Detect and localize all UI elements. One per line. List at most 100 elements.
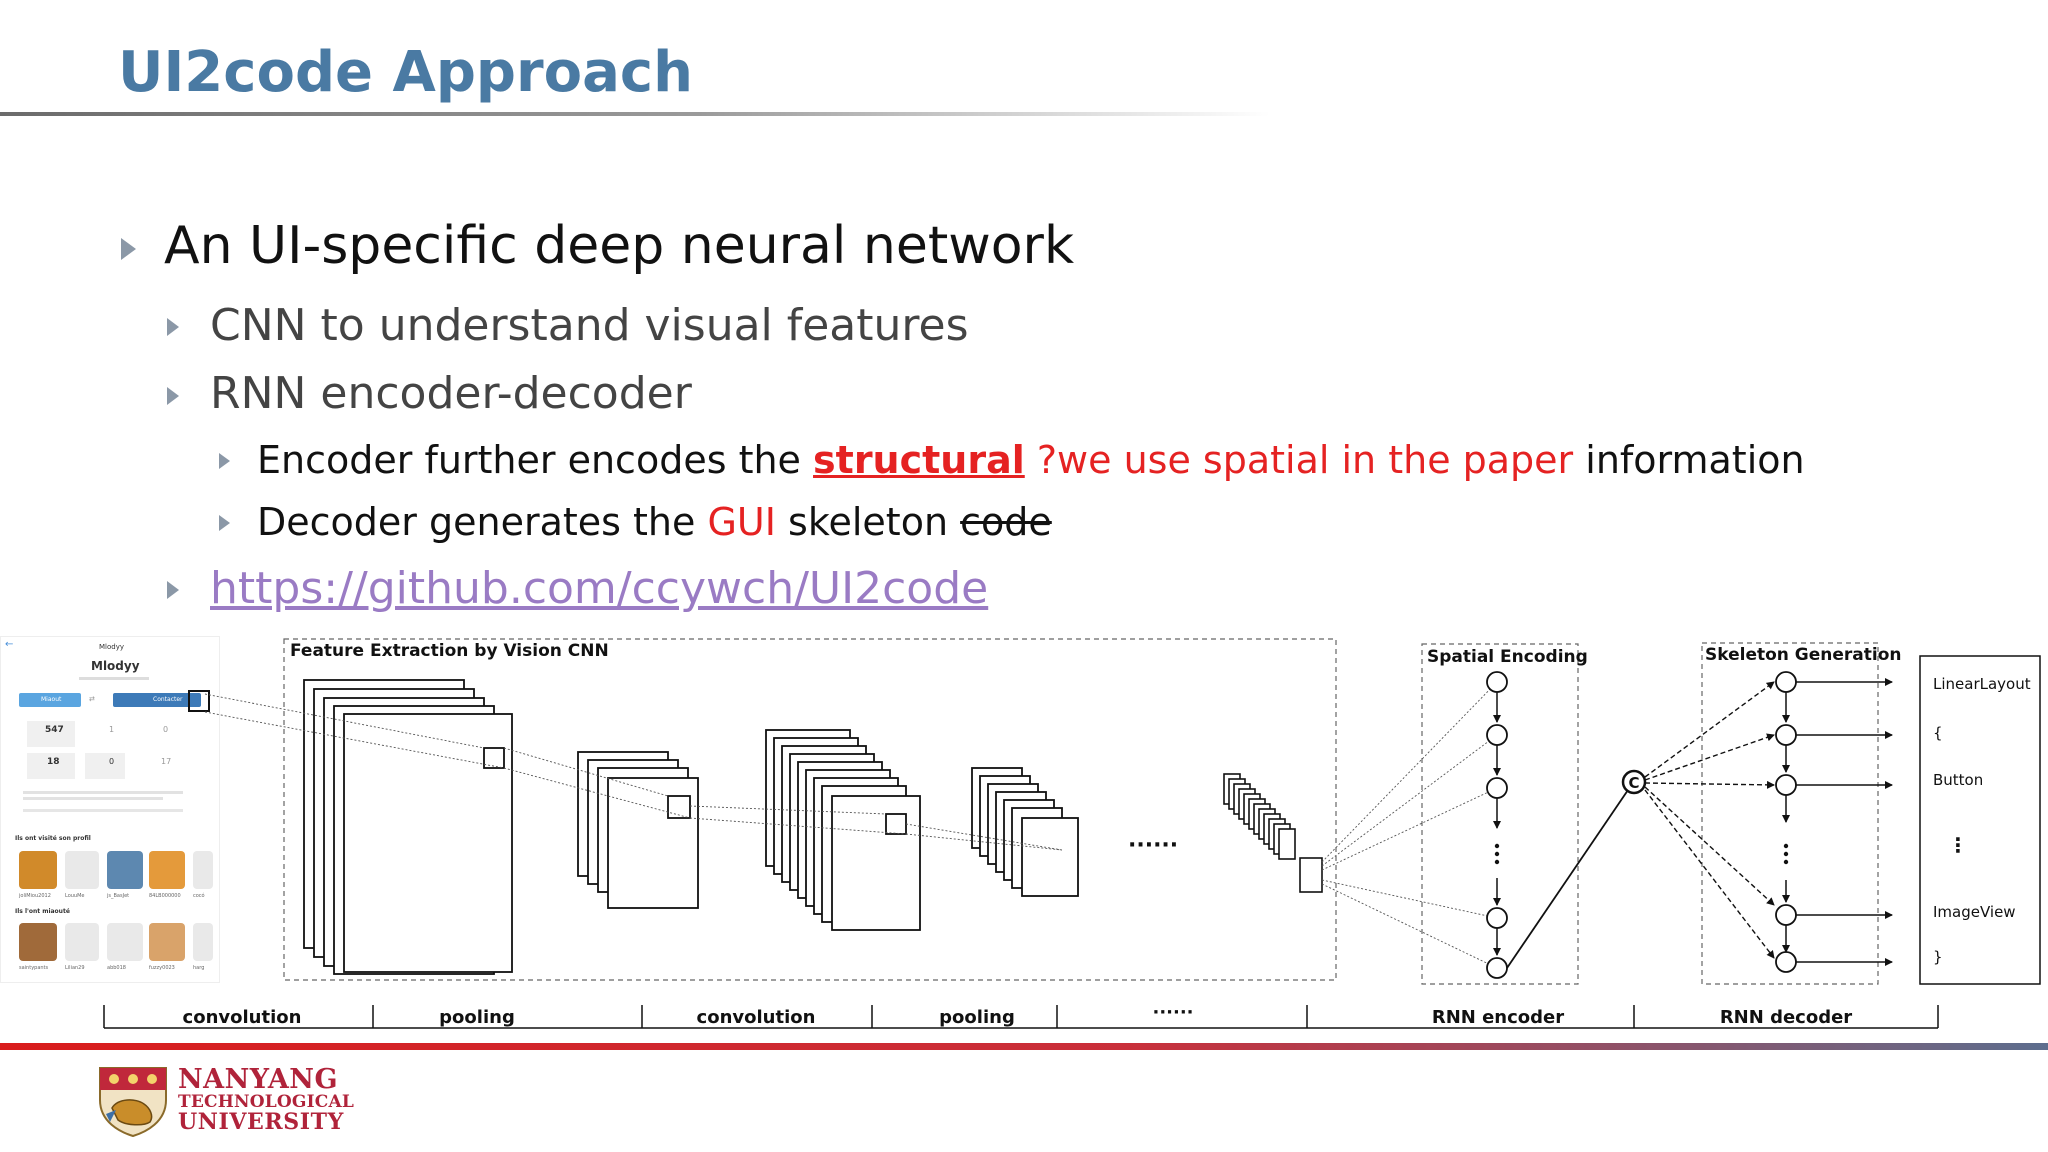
bullet-main: An UI-specific deep neural network [164, 216, 1075, 276]
avatar-name: Lilian29 [65, 965, 85, 971]
avatar[interactable] [19, 851, 57, 889]
ellipsis-dots: ······ [1128, 833, 1178, 858]
bullet-arrow-icon [121, 238, 136, 260]
output-token: Button [1933, 771, 1983, 789]
pool-layer-2 [971, 767, 1079, 897]
bullet-arrow-icon [219, 453, 230, 469]
avatar-name: abb018 [107, 965, 126, 971]
stat-value: 0 [163, 725, 169, 734]
avatar-name: saintypants [19, 965, 49, 971]
conv-layer-2 [765, 729, 921, 931]
miaout-button[interactable] [19, 693, 81, 707]
back-icon: ← [5, 639, 14, 650]
concat-symbol: C [1628, 774, 1639, 792]
avatar-name: harg [193, 965, 205, 971]
section-title: Ils l'ont miaouté [15, 908, 70, 915]
contacter-label: Contacter [153, 696, 183, 703]
section-title: Ils ont visité son profil [15, 835, 91, 842]
avatar[interactable] [19, 923, 57, 961]
crop-marker [188, 690, 210, 712]
decoder-prefix: Decoder generates the [257, 500, 696, 544]
stat-value: 0 [109, 757, 115, 766]
stats-grid: 547 1 0 18 0 17 [27, 721, 187, 781]
bullet-rnn: RNN encoder-decoder [210, 368, 692, 419]
stage-label: pooling [439, 1007, 515, 1028]
cnn-group-box [283, 638, 1337, 981]
bullet-arrow-icon [219, 515, 230, 531]
structural-highlight: structural [813, 438, 1025, 482]
stat-value: 18 [47, 757, 60, 767]
decoder-mid: skeleton [788, 500, 949, 544]
encoder-to-concat-line [1506, 789, 1629, 969]
stage-label: convolution [697, 1007, 816, 1028]
avatar[interactable] [65, 923, 99, 961]
avatar[interactable] [107, 851, 143, 889]
encoder-input-lines [1321, 681, 1498, 969]
projection-lines [204, 693, 1063, 851]
avatar[interactable] [149, 851, 185, 889]
bullet-arrow-icon [167, 318, 179, 336]
avatar-name: joliMiou2012 [19, 893, 51, 899]
rnn-encoder-chain [1486, 671, 1508, 979]
output-token: } [1933, 948, 1943, 966]
skeleton-title: Skeleton Generation [1705, 645, 1902, 665]
spatial-title: Spatial Encoding [1427, 647, 1588, 667]
logo-line: UNIVERSITY [178, 1109, 344, 1135]
bullet-encoder: Encoder further encodes the structural ?… [257, 438, 1805, 482]
app-screenshot-thumbnail: ← Mlodyy Mlodyy Miaout ⇄ Contacter 547 1… [0, 636, 220, 983]
avatar-name: 84LB000000 [149, 893, 181, 899]
output-token: ImageView [1933, 903, 2016, 921]
conv-layer-1 [303, 679, 513, 975]
user-name: Mlodyy [91, 659, 140, 673]
stage-label: RNN decoder [1720, 1007, 1852, 1028]
bullet-decoder: Decoder generates the GUI skeleton code [257, 500, 1052, 544]
pool-layer-1 [577, 751, 699, 909]
stage-axis [103, 1005, 1939, 1029]
strikethrough-code: code [960, 500, 1052, 544]
output-code-box [1919, 655, 2041, 985]
slide-title: UI2code Approach [118, 40, 693, 105]
stage-label: pooling [939, 1007, 1015, 1028]
stage-label: ······ [1152, 1002, 1193, 1023]
avatar[interactable] [149, 923, 185, 961]
bullet-cnn: CNN to understand visual features [210, 300, 969, 351]
skeleton-group-box [1701, 642, 1879, 985]
avatar[interactable] [107, 923, 143, 961]
title-divider [0, 112, 1270, 116]
bullet-arrow-icon [167, 387, 179, 405]
bullet-arrow-icon [167, 581, 179, 599]
avatar[interactable] [193, 923, 213, 961]
architecture-diagram: Feature Extraction by Vision CNN Spatial… [103, 638, 2041, 1029]
output-token: { [1933, 724, 1943, 742]
app-name: Mlodyy [99, 643, 124, 651]
output-token: LinearLayout [1933, 675, 2031, 693]
concat-to-decoder-lines [1644, 681, 1775, 959]
encoder-suffix: information [1585, 438, 1805, 482]
university-logo-text: NANYANG TECHNOLOGICAL UNIVERSITY [178, 1066, 354, 1133]
footer-divider [0, 1043, 2048, 1050]
annotation-note: ?we use spatial in the paper [1036, 438, 1574, 482]
avatar[interactable] [65, 851, 99, 889]
ntu-crest-icon [99, 1067, 167, 1138]
contacter-button[interactable] [113, 693, 201, 707]
avatar-name: js_BasJet [107, 893, 130, 899]
avatar-name: cocó [193, 893, 205, 899]
spatial-group-box [1421, 643, 1579, 985]
avatar[interactable] [193, 851, 213, 889]
stat-value: 1 [109, 725, 115, 734]
stage-label: convolution [183, 1007, 302, 1028]
rnn-decoder-chain [1775, 671, 1797, 973]
miaout-label: Miaout [41, 696, 62, 703]
logo-line: TECHNOLOGICAL [178, 1092, 355, 1112]
stat-value: 17 [161, 757, 172, 766]
encoder-prefix: Encoder further encodes the [257, 438, 801, 482]
decoder-output-arrows [1796, 678, 1893, 966]
gui-highlight: GUI [707, 500, 776, 544]
concat-node [1621, 769, 1647, 795]
output-token: ⋮ [1948, 833, 1968, 857]
feature-stack [1223, 773, 1323, 893]
stat-value: 547 [45, 725, 64, 735]
github-link[interactable]: https://github.com/ccywch/UI2code [210, 563, 989, 614]
cnn-title: Feature Extraction by Vision CNN [290, 641, 609, 661]
avatar-name: LouuMe [65, 893, 85, 899]
